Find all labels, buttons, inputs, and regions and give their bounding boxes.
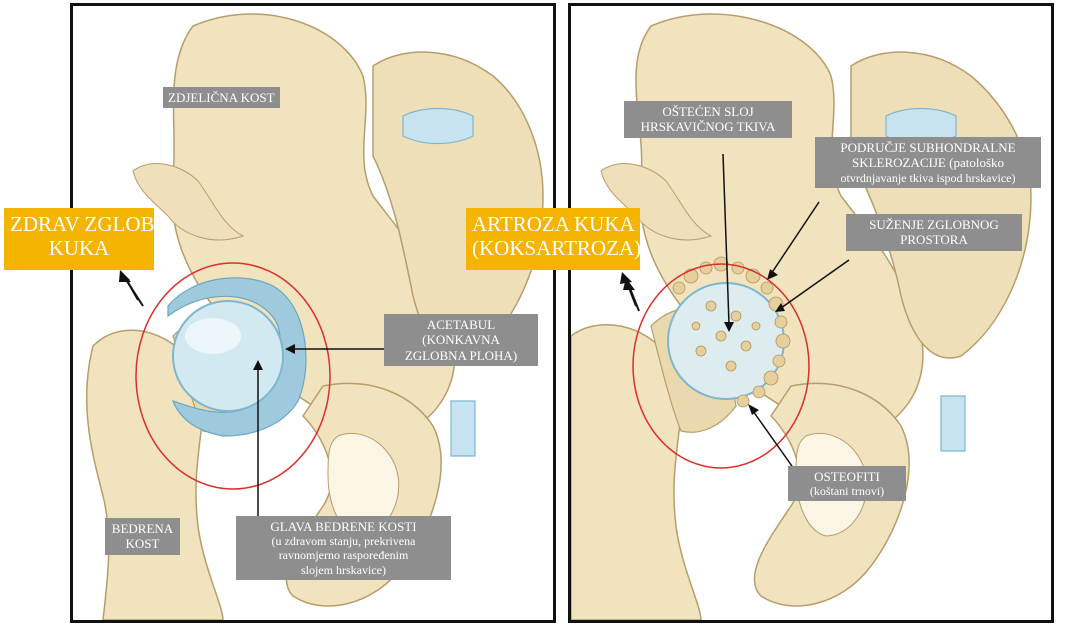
femoral-head-label-line2: (u zdravom stanju, prekrivena	[271, 534, 416, 549]
femur-label-line1: BEDRENA	[111, 521, 174, 536]
osteophytes-label-line2: (koštani trnovi)	[809, 484, 885, 499]
iliac-crest-spongy	[132, 163, 245, 241]
pointer-osteophytes-tip	[748, 404, 759, 415]
joint-highlight-circle	[135, 262, 331, 490]
femur-label: BEDRENA KOST	[105, 518, 180, 555]
acetabulum-label-line3: ZGLOBNA PLOHA)	[404, 347, 518, 363]
damaged-cartilage-label-line2: HRSKAVIČNOG TKIVA	[640, 119, 776, 135]
femoral-head-label-line3: ravnomjerno raspoređenim	[278, 548, 409, 563]
pointer-narrowing	[780, 259, 850, 309]
iliac-crest-spongy	[600, 163, 713, 241]
sclerosis-label: PODRUČJE SUBHONDRALNE SKLEROZACIJE (pato…	[815, 137, 1041, 188]
narrowing-label-line2: PROSTORA	[900, 232, 968, 248]
sclerosis-label-line1: PODRUČJE SUBHONDRALNE	[840, 140, 1016, 155]
pointer-title	[124, 277, 144, 307]
pelvis-label: ZDJELIČNA KOST	[163, 87, 280, 109]
arthritic-hip-title: ARTROZA KUKA (KOKSARTROZA)	[466, 208, 642, 270]
acetabulum-cartilage	[167, 277, 307, 437]
healthy-hip-title-line1: ZDRAV ZGLOB	[10, 212, 155, 236]
osteophyte-cluster	[672, 256, 791, 408]
pointer-osteophytes	[752, 410, 800, 477]
acetabulum-label-line2: (KONKAVNA	[422, 332, 500, 348]
femoral-head-label-line1: GLAVA BEDRENE KOSTI	[270, 519, 417, 534]
vertebra-disc	[402, 107, 474, 145]
joint-highlight-circle	[632, 263, 810, 469]
narrowing-label: SUŽENJE ZGLOBNOG PROSTORA	[846, 214, 1022, 251]
pointer-sclerosis-tip	[767, 269, 778, 280]
femoral-head	[172, 300, 284, 412]
arthritic-hip-panel	[568, 3, 1054, 623]
healthy-hip-title: ZDRAV ZGLOB KUKA	[4, 208, 155, 270]
osteophytes-label: OSTEOFITI (koštani trnovi)	[788, 466, 906, 502]
pubic-symphysis	[940, 395, 966, 452]
pointer-femoral-head-tip	[253, 360, 263, 370]
pointer-narrowing-tip	[775, 303, 785, 312]
osteophytes-label-line1: OSTEOFITI	[814, 469, 880, 484]
arthritic-hip-title-line1: ARTROZA KUKA	[472, 212, 635, 236]
pointer-damaged-cartilage	[722, 153, 730, 325]
healthy-hip-title-line2: KUKA	[48, 236, 110, 261]
femoral-head-label-line4: slojem hrskavice)	[301, 562, 386, 577]
pointer-title-head	[119, 271, 131, 282]
pointer-damaged-cartilage-tip	[724, 322, 734, 332]
narrowing-label-line1: SUŽENJE ZGLOBNOG	[869, 217, 999, 232]
arthritic-hip-title-line2: (KOKSARTROZA)	[472, 236, 642, 261]
pelvis-label-text: ZDJELIČNA KOST	[168, 90, 275, 105]
acetabulum-label-line1: ACETABUL	[426, 317, 496, 332]
arthritic-hip-illustration	[571, 13, 1032, 620]
femur-label-line2: KOST	[125, 536, 160, 552]
femoral-head-label: GLAVA BEDRENE KOSTI (u zdravom stanju, p…	[236, 516, 451, 580]
pointer-sclerosis	[770, 201, 820, 275]
femoral-head-highlight	[185, 318, 241, 354]
acetabulum-label: ACETABUL (KONKAVNA ZGLOBNA PLOHA)	[384, 314, 538, 366]
damaged-cartilage-label-line1: OŠTEĆEN SLOJ	[662, 104, 754, 119]
pubic-symphysis	[450, 400, 476, 457]
damaged-cartilage-label: OŠTEĆEN SLOJ HRSKAVIČNOG TKIVA	[624, 101, 792, 138]
sclerosis-label-line2: SKLEROZACIJE (patološko	[851, 155, 1005, 171]
sclerosis-label-line3: otvrdnjavanje tkiva ispod hrskavice)	[840, 170, 1016, 185]
pointer-acetabulum-head	[285, 344, 295, 354]
pointer-title-head	[623, 278, 635, 290]
